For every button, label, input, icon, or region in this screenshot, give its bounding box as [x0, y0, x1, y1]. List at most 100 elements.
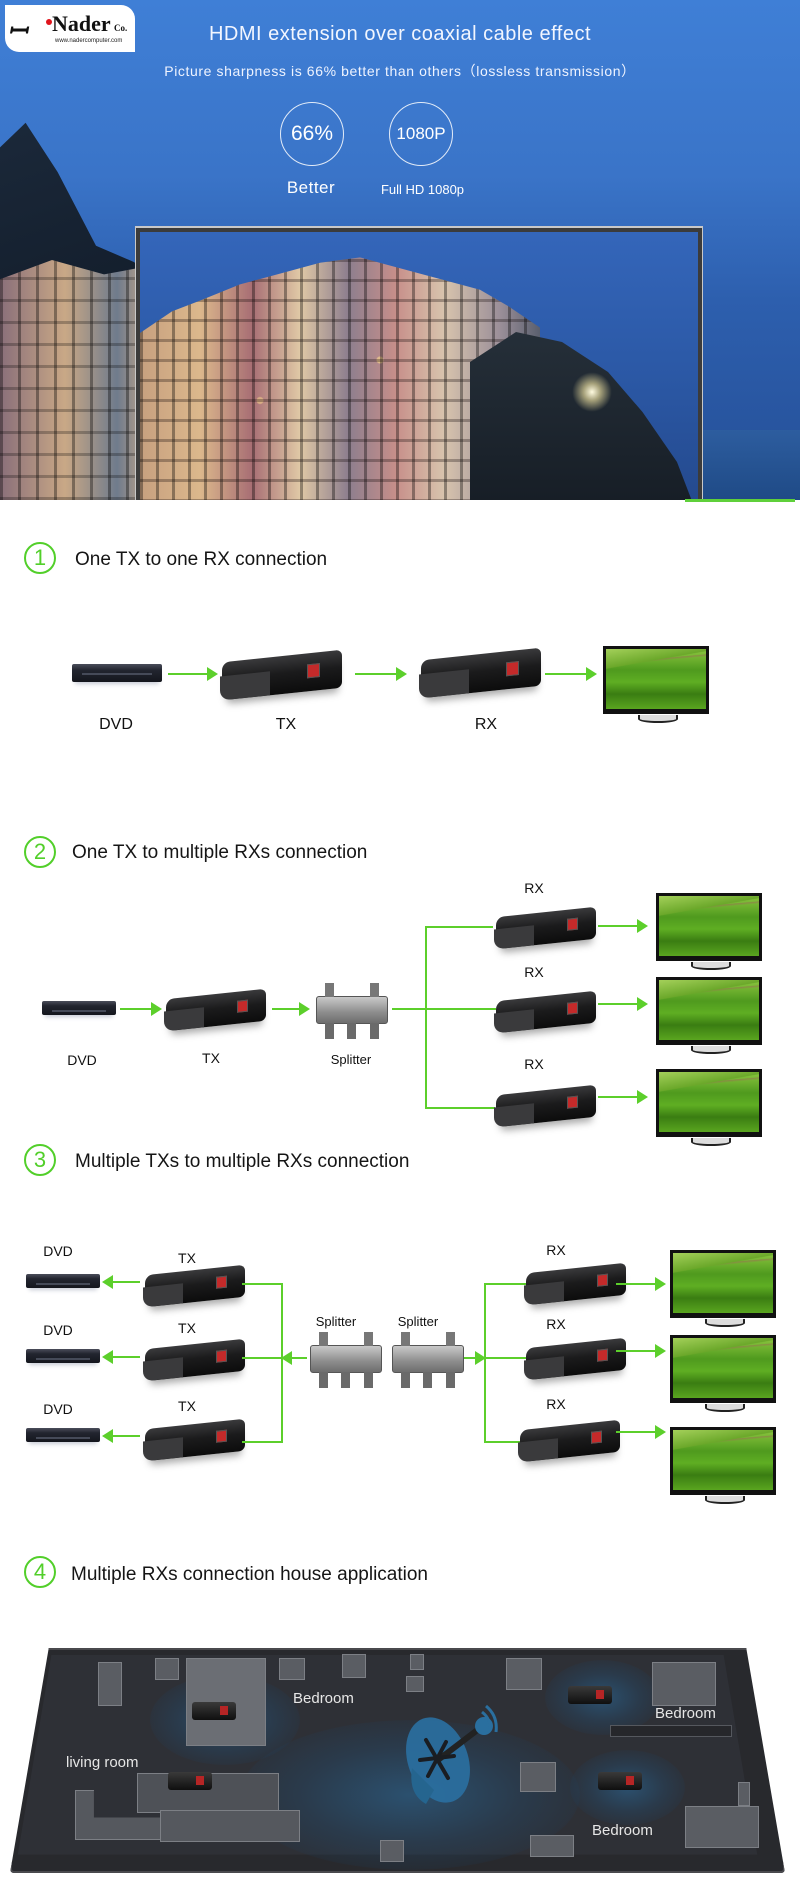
- accent-line: [685, 499, 795, 502]
- device-label-splitter: Splitter: [315, 1314, 357, 1329]
- furniture-block: [279, 1658, 305, 1680]
- section-title: One TX to multiple RXs connection: [72, 842, 368, 863]
- room-label: living room: [66, 1754, 139, 1771]
- dvd-player-icon: [26, 1349, 100, 1363]
- device-label-dvd: DVD: [99, 716, 133, 733]
- cable-line: [484, 1357, 528, 1359]
- arrow-right-icon: [168, 667, 218, 681]
- device-label-rx: RX: [524, 880, 544, 896]
- logo-suffix: Co.: [114, 23, 128, 33]
- section-title: One TX to one RX connection: [75, 549, 328, 570]
- logo-name: Nader: [52, 11, 111, 36]
- stat-label: Better: [286, 178, 336, 197]
- section-number-badge: 2: [24, 836, 56, 868]
- furniture-block: [530, 1835, 574, 1857]
- furniture-block: [342, 1654, 366, 1678]
- splitter-icon: [316, 983, 388, 1039]
- device-label-dvd: DVD: [43, 1401, 73, 1417]
- arrow-right-icon: [598, 997, 648, 1011]
- device-label-rx: RX: [524, 964, 544, 980]
- cable-trunk: [425, 926, 427, 1108]
- rx-device-icon: [598, 1772, 642, 1790]
- room-label: Bedroom: [655, 1705, 716, 1722]
- furniture-block: [506, 1658, 542, 1690]
- cable-line: [242, 1357, 282, 1359]
- stat-circle-resolution: 1080P: [389, 102, 453, 166]
- device-label-rx: RX: [546, 1316, 566, 1332]
- device-label-rx: RX: [546, 1242, 566, 1258]
- arrow-right-icon: [120, 1002, 162, 1016]
- bed-block: [685, 1806, 759, 1848]
- section-number-badge: 1: [24, 542, 56, 574]
- device-label-splitter: Splitter: [397, 1314, 439, 1329]
- company-logo[interactable]: ꟷ Nader Co. www.nadercomputer.com: [5, 5, 135, 52]
- cable-line: [425, 1107, 495, 1109]
- tx-device-icon: [145, 1264, 245, 1308]
- sofa-block: [160, 1810, 300, 1842]
- arrow-left-icon: [102, 1350, 140, 1364]
- furniture-block: [380, 1840, 404, 1862]
- tx-device-icon: [145, 1338, 245, 1382]
- cable-line: [242, 1283, 282, 1285]
- furniture-block: [410, 1654, 424, 1670]
- tv-display-icon: [603, 646, 709, 723]
- rx-device-icon: [192, 1702, 236, 1720]
- bed-block: [652, 1662, 716, 1706]
- stat-value: 66%: [290, 122, 334, 145]
- arrow-right-icon: [355, 667, 407, 681]
- tv-display-icon: [656, 893, 762, 970]
- furniture-block: [98, 1662, 122, 1706]
- arrow-left-icon: [102, 1429, 140, 1443]
- device-label-dvd: DVD: [43, 1243, 73, 1259]
- device-label-tx: TX: [178, 1398, 196, 1414]
- arrow-left-icon: [281, 1351, 307, 1365]
- section-number-badge: 4: [24, 1556, 56, 1588]
- tv-display-icon: [656, 977, 762, 1054]
- section-title: Multiple TXs to multiple RXs connection: [75, 1151, 410, 1172]
- device-label-tx: TX: [178, 1320, 196, 1336]
- rx-device-icon: [526, 1262, 626, 1306]
- device-label-rx: RX: [474, 716, 498, 733]
- rx-device-icon: [496, 990, 596, 1034]
- device-label-rx: RX: [546, 1396, 566, 1412]
- rx-device-icon: [496, 906, 596, 950]
- device-label-tx: TX: [202, 1050, 220, 1066]
- rx-device-icon: [421, 647, 541, 699]
- furniture-block: [155, 1658, 179, 1680]
- device-label-dvd: DVD: [43, 1322, 73, 1338]
- arrow-left-icon: [102, 1275, 140, 1289]
- dvd-player-icon: [72, 664, 162, 682]
- cable-line: [484, 1283, 528, 1285]
- room-label: Bedroom: [592, 1822, 653, 1839]
- rx-device-icon: [520, 1419, 620, 1463]
- rx-device-icon: [568, 1686, 612, 1704]
- tv-display-icon: [670, 1250, 776, 1327]
- hero-banner: ꟷ Nader Co. www.nadercomputer.com HDMI e…: [0, 0, 800, 500]
- dvd-player-icon: [26, 1274, 100, 1288]
- tx-device-icon: [166, 988, 266, 1032]
- room-label: Bedroom: [293, 1690, 354, 1707]
- cable-line: [242, 1441, 282, 1443]
- hero-subtitle: Picture sharpness is 66% better than oth…: [164, 63, 636, 79]
- splitter-icon: [392, 1332, 464, 1388]
- arrow-right-icon: [616, 1425, 666, 1439]
- hero-title: HDMI extension over coaxial cable effect: [208, 23, 592, 45]
- cable-trunk: [484, 1283, 486, 1443]
- tx-device-icon: [145, 1418, 245, 1462]
- arrow-right-icon: [616, 1277, 666, 1291]
- arrow-right-icon: [598, 1090, 648, 1104]
- arrow-right-icon: [616, 1344, 666, 1358]
- satellite-dish-icon: [406, 1704, 498, 1804]
- arrow-right-icon: [545, 667, 597, 681]
- device-label-splitter: Splitter: [330, 1052, 372, 1067]
- cable-line: [425, 926, 493, 928]
- tv-display-icon: [670, 1335, 776, 1412]
- tx-device-icon: [222, 649, 342, 701]
- device-label-tx: TX: [178, 1250, 196, 1266]
- stat-value: 1080P: [396, 124, 446, 143]
- stat-label: Full HD 1080p: [380, 182, 465, 197]
- splitter-icon: [310, 1332, 382, 1388]
- section-title: Multiple RXs connection house applicatio…: [71, 1564, 428, 1585]
- tv-display-icon: [656, 1069, 762, 1146]
- device-label-dvd: DVD: [67, 1052, 97, 1068]
